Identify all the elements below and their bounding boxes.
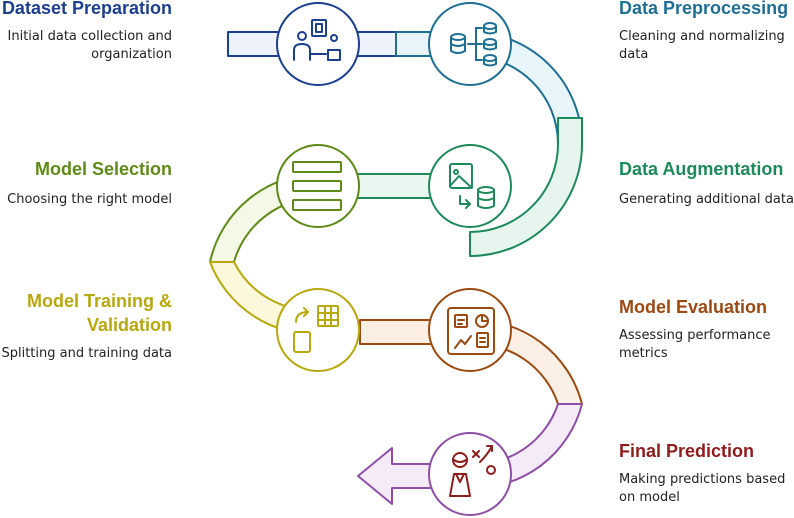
step-6-desc: Assessing performance metrics xyxy=(619,328,771,361)
step-2-title: Data Preprocessing xyxy=(619,0,789,18)
step-5-label: Model Training & Validation Splitting an… xyxy=(0,289,172,363)
step-6-title: Model Evaluation xyxy=(619,297,768,317)
step-1-label: Dataset Preparation Initial data collect… xyxy=(0,0,172,64)
track-end-arrow xyxy=(357,447,441,505)
step-7-label: Final Prediction Making predictions base… xyxy=(619,439,791,507)
step-4-desc: Choosing the right model xyxy=(7,192,172,207)
step-7-desc: Making predictions based on model xyxy=(619,472,786,505)
step-7-title: Final Prediction xyxy=(619,441,755,461)
step-circle-1 xyxy=(276,2,360,86)
step-4-label: Model Selection Choosing the right model xyxy=(0,157,172,209)
step-5-desc: Splitting and training data xyxy=(1,346,172,361)
track-turn-right-1b xyxy=(469,117,583,257)
dashboard-icon xyxy=(447,307,495,355)
strategy-person-icon xyxy=(449,445,496,497)
step-2-label: Data Preprocessing Cleaning and normaliz… xyxy=(619,0,791,64)
step-5-title: Model Training & Validation xyxy=(26,291,172,335)
list-icon xyxy=(292,161,342,211)
step-circle-4 xyxy=(276,144,360,228)
step-2-desc: Cleaning and normalizing data xyxy=(619,29,785,62)
step-4-title: Model Selection xyxy=(34,159,172,179)
step-1-desc: Initial data collection and organization xyxy=(7,29,172,62)
step-3-desc: Generating additional data xyxy=(619,192,794,207)
step-circle-5 xyxy=(276,288,360,372)
step-circle-6 xyxy=(428,288,512,372)
person-display-icon xyxy=(293,19,341,61)
database-flow-icon xyxy=(450,22,497,67)
step-circles xyxy=(276,2,512,516)
step-3-title: Data Augmentation xyxy=(619,159,784,179)
step-3-label: Data Augmentation Generating additional … xyxy=(619,157,794,209)
step-6-label: Model Evaluation Assessing performance m… xyxy=(619,295,791,363)
track xyxy=(209,31,583,505)
image-database-icon xyxy=(449,163,495,209)
step-circle-7 xyxy=(428,432,512,516)
step-1-title: Dataset Preparation xyxy=(1,0,172,18)
split-table-icon xyxy=(293,305,339,353)
